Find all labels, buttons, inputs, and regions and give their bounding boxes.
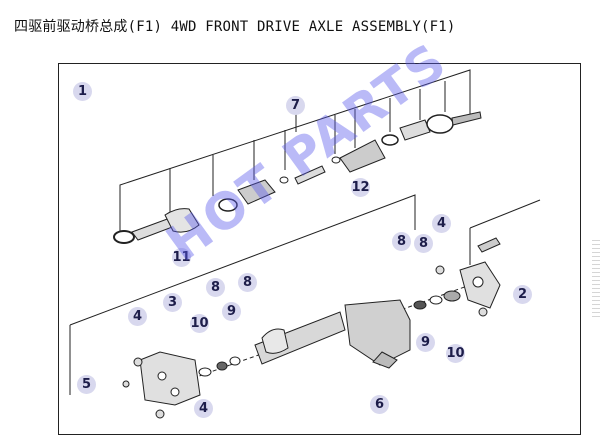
callout-2: 2 [513, 285, 532, 304]
callout-8d: 8 [414, 234, 433, 253]
callout-4a: 4 [128, 307, 147, 326]
axle-housing-assembly [122, 237, 501, 419]
callout-10b: 10 [446, 344, 465, 363]
callout-11: 11 [172, 248, 191, 267]
callout-8b: 8 [238, 273, 257, 292]
callout-5: 5 [77, 375, 96, 394]
callout-8c: 8 [392, 232, 411, 251]
callout-12: 12 [351, 178, 370, 197]
callout-9b: 9 [416, 333, 435, 352]
callout-10a: 10 [190, 314, 209, 333]
callout-3: 3 [163, 293, 182, 312]
shaft-bracket-line [119, 69, 471, 232]
scan-edge-marks [592, 240, 600, 320]
callout-7: 7 [286, 96, 305, 115]
callout-4b: 4 [432, 214, 451, 233]
drive-shaft-assembly [113, 111, 482, 244]
callout-8a: 8 [206, 278, 225, 297]
callout-1: 1 [73, 82, 92, 101]
page-title: 四驱前驱动桥总成(F1) 4WD FRONT DRIVE AXLE ASSEMB… [14, 19, 456, 35]
callout-4c: 4 [194, 399, 213, 418]
diagram-frame [58, 63, 581, 435]
callout-6: 6 [370, 395, 389, 414]
callout-9a: 9 [222, 302, 241, 321]
